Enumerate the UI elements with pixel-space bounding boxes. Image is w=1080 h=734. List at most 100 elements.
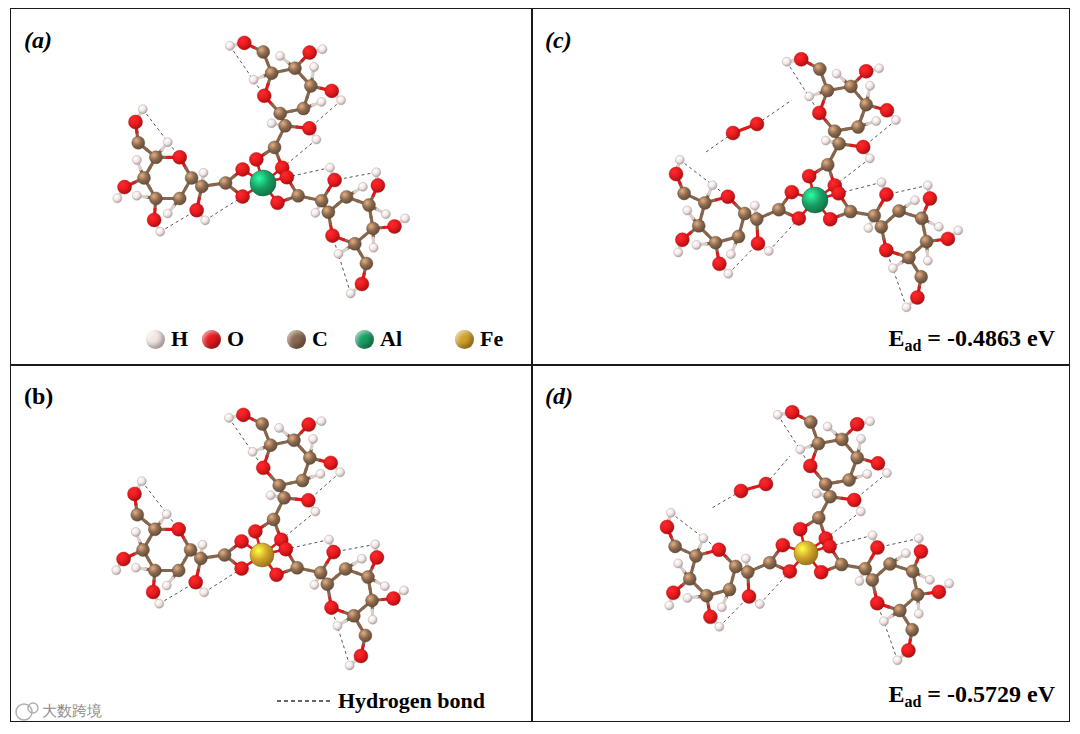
atom: [805, 92, 814, 101]
atom: [863, 470, 872, 479]
atom: [371, 540, 380, 549]
atom: [866, 81, 875, 90]
atom: [819, 478, 832, 491]
atom: [665, 601, 674, 610]
atom: [755, 600, 764, 609]
atom: [723, 583, 736, 596]
atom: [675, 155, 684, 164]
atom-swatch: [202, 330, 221, 349]
atom: [692, 240, 701, 249]
atom: [879, 617, 888, 626]
atom: [821, 158, 834, 171]
atom: [271, 196, 285, 210]
atom: [354, 649, 368, 663]
legend-label: Al: [380, 326, 402, 352]
hydrogen-bond-sample: [277, 700, 331, 701]
atom: [812, 106, 826, 120]
atom: [724, 269, 733, 278]
atom: [324, 456, 338, 470]
atom: [387, 220, 401, 234]
atom: [712, 543, 726, 557]
atom: [729, 560, 742, 573]
figure-panel: (c)Ead = -0.4863 eV: [531, 8, 1070, 366]
atom: [844, 205, 857, 218]
atom: [357, 554, 366, 563]
atom: [954, 226, 963, 235]
atom: [173, 150, 187, 164]
atom: [782, 57, 791, 66]
atom: [847, 493, 861, 507]
atom: [751, 236, 765, 250]
atom: [893, 204, 906, 217]
atom: [345, 661, 354, 670]
atom: [172, 522, 186, 536]
atom: [726, 250, 735, 259]
atom: [906, 565, 919, 578]
atom: [162, 510, 171, 519]
atom: [236, 190, 250, 204]
atom-swatch: [355, 330, 374, 349]
atom: [328, 173, 342, 187]
atom: [325, 229, 339, 243]
atom: [923, 256, 932, 265]
atom: [128, 487, 142, 501]
atom: [914, 534, 923, 543]
atom: [934, 222, 943, 231]
atom: [189, 575, 203, 589]
atom: [311, 507, 320, 516]
atom: [879, 188, 893, 202]
atom: [802, 169, 816, 183]
atom: [273, 479, 286, 492]
atom: [764, 247, 773, 256]
atom: [132, 156, 141, 165]
atom: [675, 233, 689, 247]
atom: [879, 243, 893, 257]
atom: [131, 563, 140, 572]
atom: [198, 540, 207, 549]
atom: [310, 580, 319, 589]
atom: [763, 556, 776, 569]
atom: [248, 447, 257, 456]
atom: [914, 545, 928, 559]
atom: [785, 185, 799, 199]
atom: [326, 163, 335, 172]
atom: [835, 433, 848, 446]
atom: [112, 566, 121, 575]
atom: [235, 534, 249, 548]
atom: [906, 623, 919, 636]
atom: [362, 199, 375, 212]
atom: [304, 79, 317, 92]
atom: [325, 535, 334, 544]
atom: [333, 621, 342, 630]
legend-entry: Hydrogen bond: [276, 688, 485, 714]
atom: [882, 469, 891, 478]
atom: [700, 589, 713, 602]
atom: [872, 117, 881, 126]
atom: [866, 573, 879, 586]
atom: [699, 534, 708, 543]
molecule-structure: [669, 52, 963, 312]
atom: [708, 181, 717, 190]
atom: [669, 540, 682, 553]
panel-label: (d): [532, 365, 573, 410]
atom: [856, 507, 865, 516]
atom: [823, 422, 832, 431]
atom: [248, 524, 262, 538]
atom: [368, 615, 377, 624]
atom: [803, 459, 817, 473]
atom: [843, 474, 856, 487]
atom: [296, 474, 309, 487]
atom: [821, 84, 834, 97]
atom: [360, 257, 373, 270]
legend-label: C: [312, 326, 328, 352]
atom: [877, 178, 886, 187]
atom: [266, 491, 275, 500]
atom: [256, 461, 270, 475]
atom: [871, 456, 885, 470]
atom: [317, 97, 326, 106]
atom: [732, 230, 745, 243]
atom: [184, 543, 197, 556]
atom: [674, 248, 683, 257]
atom: [370, 551, 384, 565]
